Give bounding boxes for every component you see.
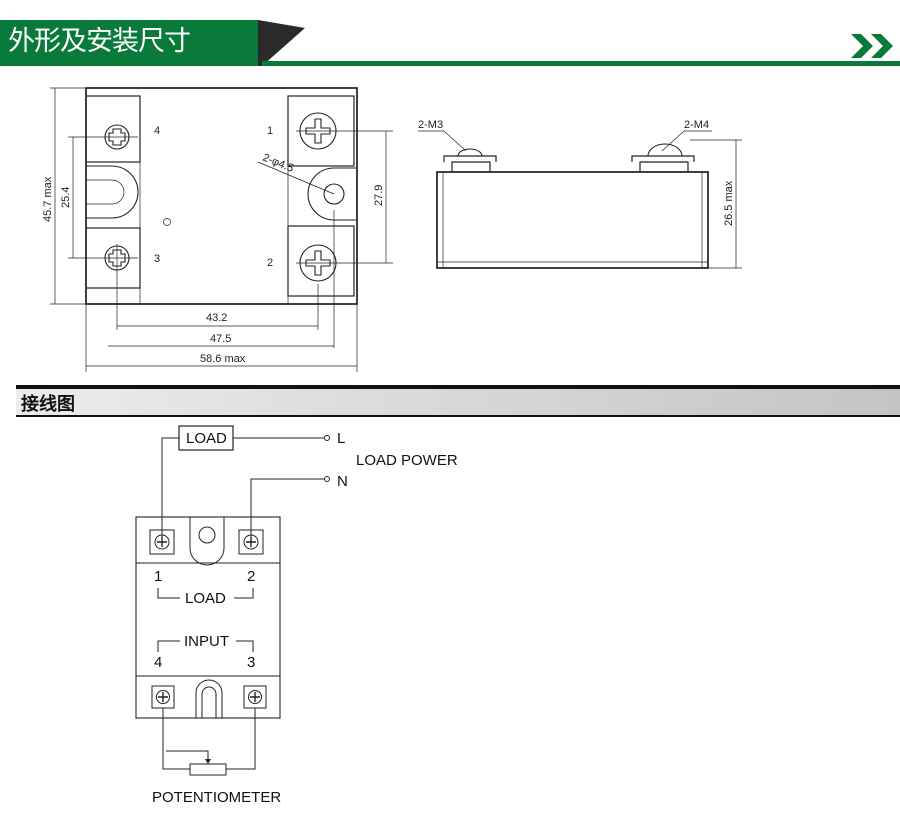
dim-w2-label: 47.5: [210, 333, 231, 345]
potentiometer-label: POTENTIOMETER: [152, 789, 281, 806]
load-terminals-label: LOAD: [185, 590, 226, 607]
dim-w3-label: 58.6 max: [200, 353, 246, 365]
screw-icon: [243, 685, 267, 709]
side-height-label: 26.5 max: [723, 180, 735, 226]
load-power-label: LOAD POWER: [356, 452, 458, 469]
screw-icon: [238, 529, 264, 555]
terminal-label-4: 4: [154, 125, 160, 137]
page-title: 外形及安装尺寸: [8, 26, 191, 57]
load-box-label: LOAD: [186, 430, 227, 447]
pin-2-label: 2: [247, 568, 255, 585]
terminal-block-2: [287, 225, 355, 297]
relay-body: [135, 516, 281, 719]
relay-top-view: 4 1 3 2 2-φ4.5 45.7 max 25.4 27.9 43.2 4…: [42, 87, 393, 372]
relay-side-view: 2-M3 2-M4 26.5 max: [418, 119, 742, 269]
pin-4-label: 4: [154, 654, 162, 671]
section-title: 接线图: [21, 394, 75, 415]
center-indicator: [163, 218, 171, 226]
terminal-l-dot: [324, 435, 330, 441]
section-bar: [16, 385, 900, 417]
hole-dimension-label: 2-φ4.5: [261, 152, 295, 175]
potentiometer-symbol: [189, 763, 227, 776]
terminal-n-label: N: [337, 473, 348, 490]
dim-v2-label: 27.9: [373, 185, 385, 206]
screw-m3-label: 2-M3: [418, 119, 443, 131]
mounting-hole: [323, 183, 345, 205]
screw-icon: [149, 529, 175, 555]
mounting-hole: [198, 526, 216, 544]
terminal-label-3: 3: [154, 253, 160, 265]
wiring-diagram: LOAD L LOAD POWER N 1 2 LOAD INPUT 4 3: [135, 425, 458, 806]
pin-1-label: 1: [154, 568, 162, 585]
terminal-label-2: 2: [267, 257, 273, 269]
pin-3-label: 3: [247, 654, 255, 671]
input-terminals-label: INPUT: [184, 633, 229, 650]
dim-w1-label: 43.2: [206, 312, 227, 324]
screw-m4-label: 2-M4: [684, 119, 709, 131]
dim-v1-label: 25.4: [60, 187, 72, 208]
dimension-drawing: 4 1 3 2 2-φ4.5 45.7 max 25.4 27.9 43.2 4…: [42, 87, 742, 372]
screw-icon: [151, 685, 175, 709]
dim-height-label: 45.7 max: [42, 176, 54, 222]
terminal-n-dot: [324, 476, 330, 482]
double-chevron-right-icon: [851, 34, 893, 58]
header-bar: [0, 20, 900, 66]
terminal-label-1: 1: [267, 125, 273, 137]
terminal-l-label: L: [337, 430, 345, 447]
